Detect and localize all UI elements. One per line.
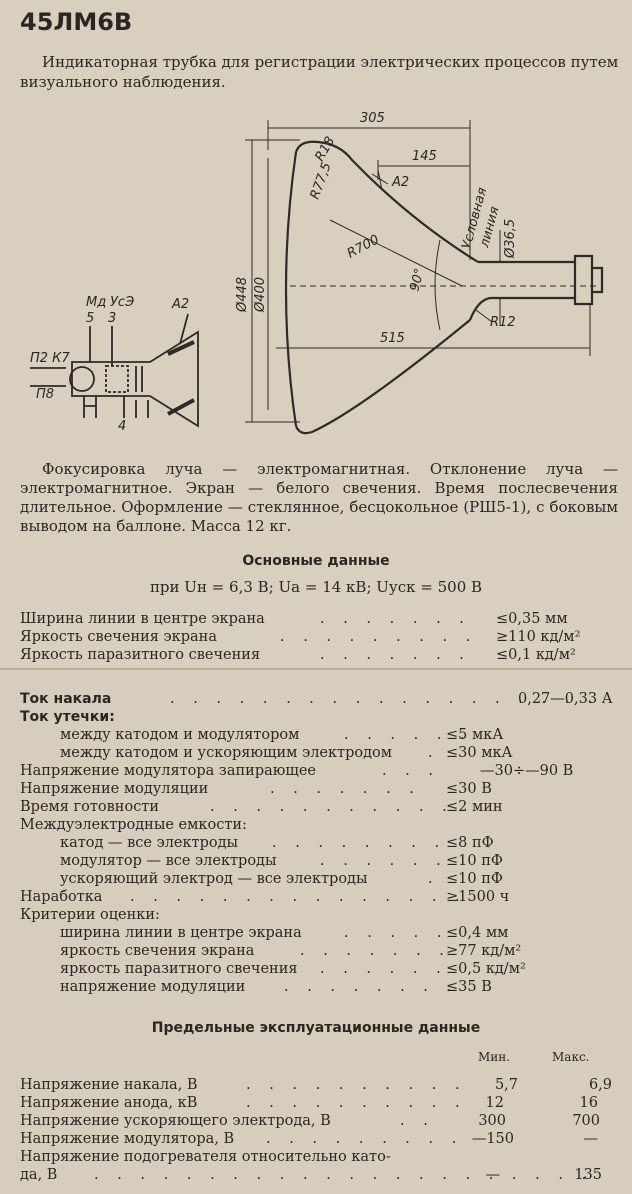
- param-row: Напряжение модуляции . . . . . . . ≤30 В: [20, 781, 492, 797]
- limit-row: да, В . . . . . . . . . . . . . . . . . …: [20, 1167, 602, 1183]
- pin-p2k7: П2 К7: [30, 351, 70, 366]
- dim-r12: R12: [490, 315, 516, 330]
- dim-angle: 90°: [407, 267, 427, 293]
- main-row: Яркость паразитного свечения . . . . . .…: [20, 647, 576, 663]
- param-row: между катодом и ускоряющим электродом . …: [60, 745, 513, 761]
- dim-145: 145: [412, 149, 437, 164]
- param-row: яркость паразитного свечения . . . . . .…: [60, 961, 526, 977]
- top-page: 45ЛМ6В Индикаторная трубка для регистрац…: [0, 0, 632, 670]
- limit-row: Напряжение подогревателя относительно ка…: [20, 1149, 391, 1165]
- param-row: Ток утечки:: [20, 709, 115, 725]
- dim-400: Ø400: [253, 277, 268, 313]
- param-row: Напряжение модулятора запирающее . . . —…: [20, 763, 574, 779]
- param-row: напряжение модуляции . . . . . . . . ≤35…: [60, 979, 492, 995]
- pin-3: 3: [108, 311, 116, 326]
- dim-365: Ø36,5: [503, 219, 518, 259]
- pinout-schematic: [30, 313, 199, 428]
- param-row: Наработка . . . . . . . . . . . . . . . …: [20, 889, 510, 905]
- param-row: модулятор — все электроды . . . . . . ≤1…: [60, 853, 503, 869]
- pin-p8: П8: [36, 387, 54, 402]
- main-row: Ширина линии в центре экрана . . . . . .…: [20, 611, 568, 627]
- dim-r775: R77,5: [308, 161, 335, 202]
- bottom-page: Ток накала . . . . . . . . . . . . . . .…: [0, 670, 632, 1194]
- col-max-header: Макс.: [552, 1050, 590, 1064]
- pin-4: 4: [118, 419, 126, 434]
- dim-305: 305: [360, 111, 385, 126]
- dim-515: 515: [380, 331, 405, 346]
- limits-title: Предельные эксплуатационные данные: [151, 1020, 481, 1036]
- pin-a2: А2: [171, 297, 189, 312]
- limit-row: Напряжение анода, кВ . . . . . . . . . .…: [20, 1095, 598, 1111]
- label-a2: A2: [391, 175, 409, 190]
- main-data-title: Основные данные: [242, 553, 390, 569]
- main-data-conditions: при Uн = 6,3 В; Uа = 14 кВ; Uуск = 500 В: [149, 578, 483, 596]
- dim-448: Ø448: [235, 277, 250, 313]
- param-row: катод — все электроды . . . . . . . . ≤8…: [60, 835, 494, 851]
- limit-row: Напряжение ускоряющего электрода, В . . …: [20, 1113, 600, 1129]
- pin-usa: УсЭ: [110, 295, 134, 310]
- tube-drawing: 305 145 R18 R77,5 A2 Условная линия Ø36,…: [30, 111, 604, 435]
- page-title: 45ЛМ6В: [20, 8, 133, 36]
- main-row: Яркость свечения экрана . . . . . . . . …: [20, 629, 581, 645]
- limit-row: Напряжение модулятора, В . . . . . . . .…: [20, 1131, 598, 1147]
- intro-text: Индикаторная трубка для регистрации элек…: [20, 53, 619, 91]
- param-row: Время готовности . . . . . . . . . . . ≤…: [20, 799, 503, 815]
- dim-r18: R18: [312, 134, 338, 164]
- col-min-header: Мин.: [478, 1050, 511, 1064]
- param-row: Ток накала . . . . . . . . . . . . . . .…: [20, 691, 613, 707]
- limit-row: Напряжение накала, В . . . . . . . . . .…: [20, 1077, 612, 1093]
- param-row: ускоряющий электрод — все электроды . ≤1…: [60, 871, 503, 887]
- param-row: Критерии оценки:: [20, 907, 160, 923]
- param-row: между катодом и модулятором . . . . . . …: [60, 727, 504, 743]
- param-row: яркость свечения экрана . . . . . . . ≥7…: [60, 943, 522, 959]
- param-row: Междуэлектродные емкости:: [20, 817, 247, 833]
- param-row: ширина линии в центре экрана . . . . . ≤…: [60, 925, 509, 941]
- pin-5: 5: [86, 311, 94, 326]
- pin-md: Мд: [86, 295, 106, 310]
- description-text: Фокусировка луча — электромагнитная. Отк…: [20, 460, 618, 535]
